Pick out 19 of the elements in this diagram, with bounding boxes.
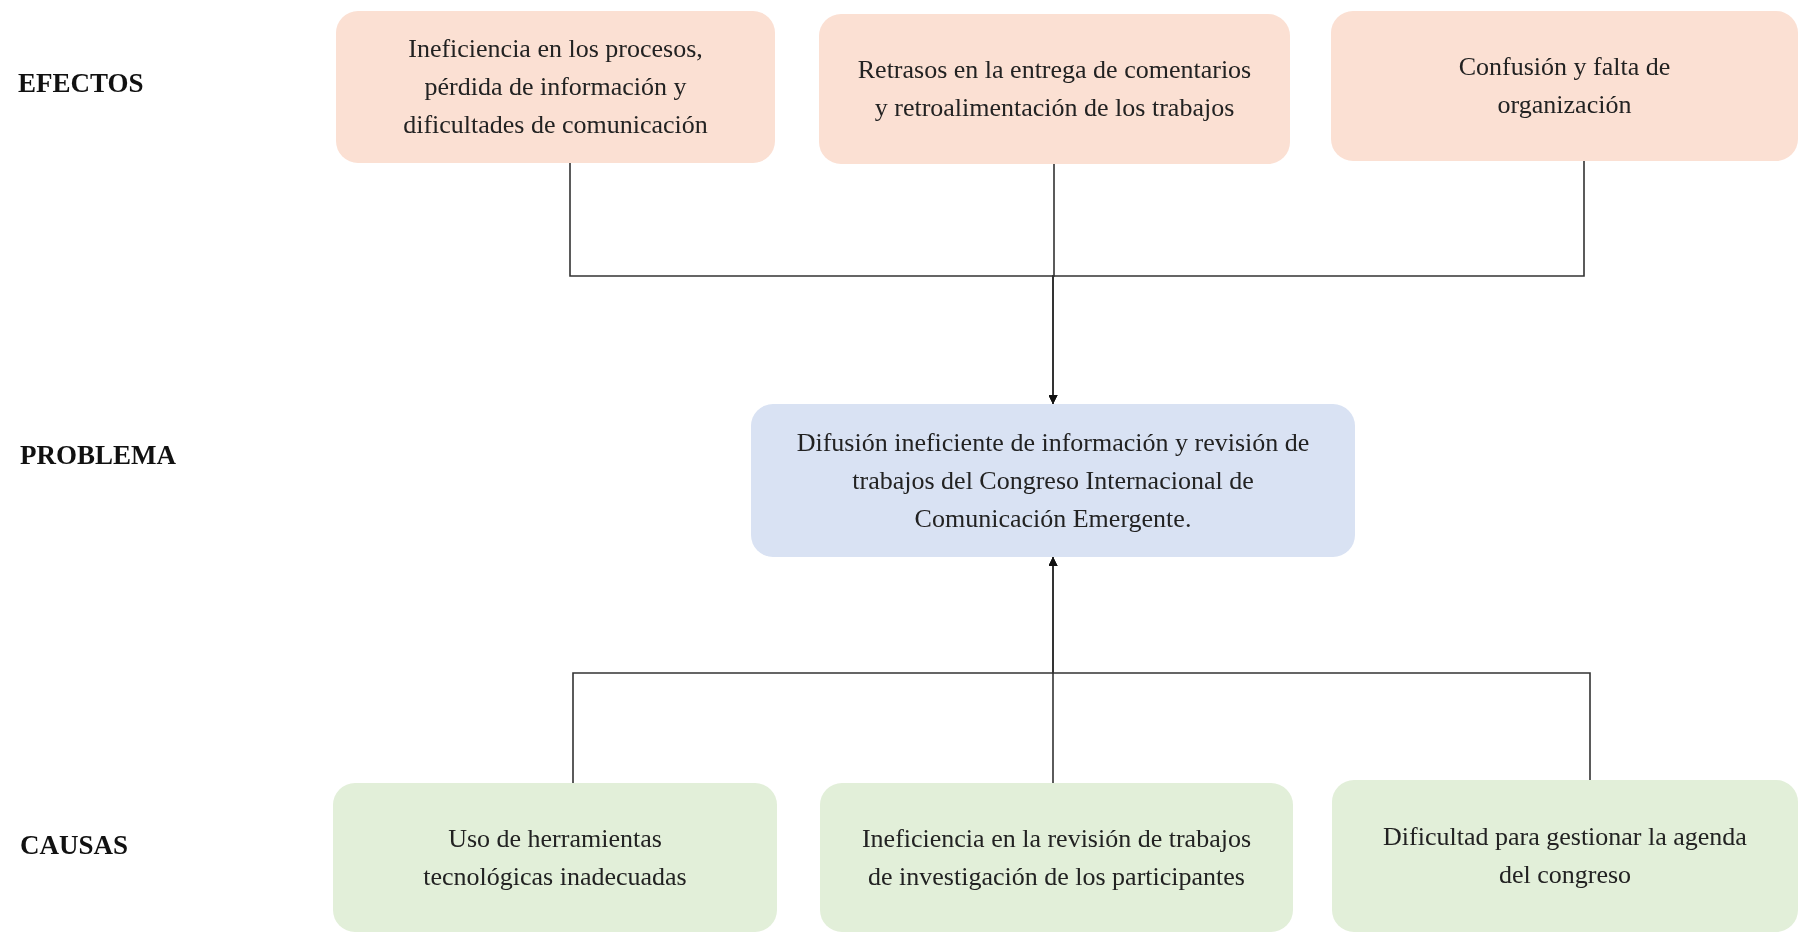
box-text: Confusión y falta de organización xyxy=(1457,51,1672,121)
box-text: Ineficiencia en los procesos, pérdida de información y dificultades de comunicación xyxy=(402,33,709,141)
row-label: PROBLEMA xyxy=(20,440,176,471)
cause-box xyxy=(820,783,1293,932)
row-label: EFECTOS xyxy=(18,68,144,99)
arrow xyxy=(1048,556,1591,781)
effect-box xyxy=(819,14,1290,164)
box-text: Retrasos en la entrega de comentarios y retroalimentación de los trabajos xyxy=(856,54,1253,124)
box-text: Uso de herramientas tecnológicas inadecuadas xyxy=(422,822,688,893)
box-text: Difusión ineficiente de información y revisión de trabajos del Congreso Internacional de Comunicación Emergente. xyxy=(795,426,1311,535)
effect-box xyxy=(1331,11,1798,161)
box-text: Ineficiencia en la revisión de trabajos de investigación de los participantes xyxy=(860,822,1253,893)
problem-box xyxy=(751,404,1355,557)
arrow xyxy=(1048,160,1585,405)
effect-box xyxy=(336,11,775,163)
box-text: Dificultad para gestionar la agenda del congreso xyxy=(1382,821,1748,891)
row-label: CAUSAS xyxy=(20,830,129,861)
cause-box xyxy=(333,783,777,932)
cause-box xyxy=(1332,780,1798,932)
